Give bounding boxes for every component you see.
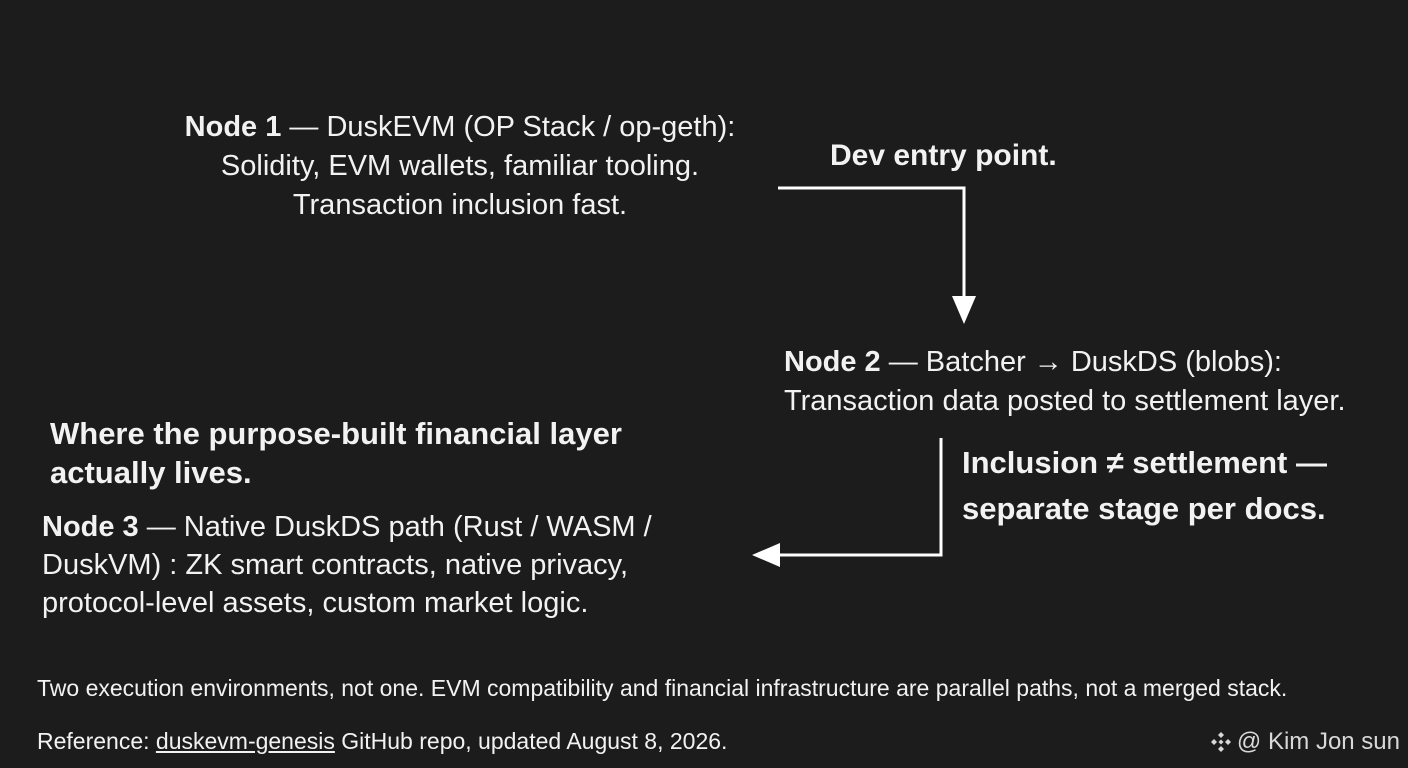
- node3-description: Node 3 — Native DuskDS path (Rust / WASM…: [42, 508, 742, 622]
- node1-inclusion: Transaction inclusion fast.: [292, 189, 628, 221]
- node3-heading: — Native DuskDS path (Rust / WASM /: [138, 511, 652, 543]
- inclusion-settlement-callout: Inclusion ≠ settlement — separate stage …: [962, 440, 1382, 532]
- financial-layer-callout: Where the purpose-built financial layer …: [50, 414, 690, 492]
- dev-entry-callout: Dev entry point.: [830, 139, 1057, 172]
- node2-title: Node 2: [784, 346, 881, 378]
- summary-text: Two execution environments, not one. EVM…: [37, 675, 1288, 701]
- node1-description: Node 1 — DuskEVM (OP Stack / op-geth): S…: [120, 108, 800, 225]
- arrow-node1-to-node2: [778, 186, 976, 324]
- binance-logo-icon: [1210, 732, 1231, 752]
- watermark-text: @ Kim Jon sun: [1236, 728, 1400, 755]
- node3-detail-line3: protocol-level assets, custom market log…: [42, 587, 589, 619]
- node1-tooling: Solidity, EVM wallets, familiar tooling.: [220, 150, 700, 182]
- node1-heading: — DuskEVM (OP Stack / op-geth):: [281, 111, 736, 143]
- inclusion-callout-line2: separate stage per docs.: [962, 491, 1326, 526]
- node3-detail-line2: DuskVM) : ZK smart contracts, native pri…: [42, 549, 629, 581]
- arrow-node2-to-node3: [752, 438, 943, 567]
- inclusion-callout-line1: Inclusion ≠ settlement —: [962, 445, 1327, 480]
- node1-title: Node 1: [184, 111, 282, 143]
- node2-detail: Transaction data posted to settlement la…: [784, 385, 1346, 417]
- watermark: @ Kim Jon sun: [1209, 728, 1400, 756]
- node2-heading: — Batcher → DuskDS (blobs):: [880, 346, 1282, 378]
- reference-suffix: GitHub repo, updated August 8, 2026.: [334, 728, 728, 754]
- node3-title: Node 3: [42, 511, 139, 543]
- financial-callout-line1: Where the purpose-built financial layer: [50, 416, 622, 451]
- financial-callout-line2: actually lives.: [50, 455, 252, 490]
- reference-link[interactable]: duskevm-genesis: [155, 728, 335, 754]
- reference-prefix: Reference:: [37, 728, 156, 754]
- reference-text: Reference: duskevm-genesis GitHub repo, …: [37, 727, 937, 755]
- node2-description: Node 2 — Batcher → DuskDS (blobs): Trans…: [784, 343, 1384, 421]
